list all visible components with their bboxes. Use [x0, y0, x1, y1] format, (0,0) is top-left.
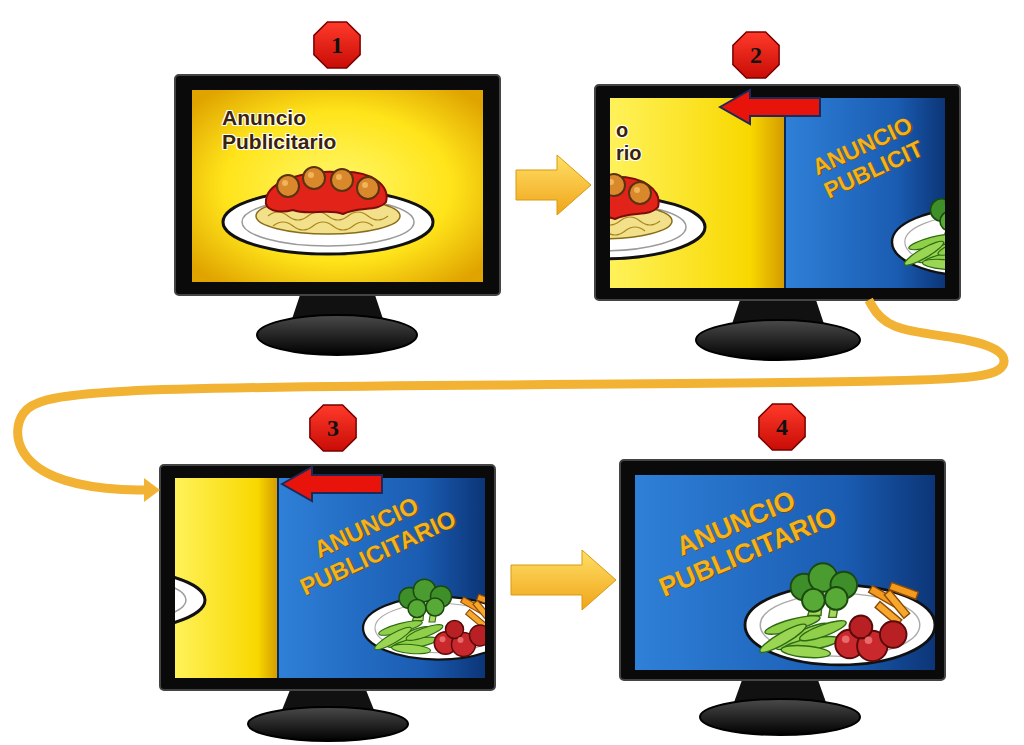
ad-text: ANUNCIO PUBLICIT	[805, 110, 932, 207]
spaghetti-plate	[223, 167, 433, 254]
flow-arrow	[511, 550, 616, 610]
callout-number: 1	[331, 33, 343, 57]
callout-octagon	[310, 405, 356, 451]
monitor-frame	[620, 460, 945, 680]
slide-edge	[277, 478, 279, 678]
screen-ground	[175, 478, 278, 678]
monitor-screen: ANUNCIO PUBLICITARIO	[160, 465, 495, 690]
food-picture	[745, 563, 935, 665]
flow-arrow	[516, 155, 591, 215]
food-picture	[610, 172, 705, 259]
callout-number: 2	[750, 43, 762, 67]
food-picture	[223, 167, 433, 254]
monitor-frame	[175, 75, 500, 295]
callout-octagon	[314, 22, 360, 68]
monitor-screen: Anuncio Publicitario	[175, 75, 500, 295]
food-picture	[175, 545, 205, 632]
monitor-base	[248, 707, 408, 741]
block-arrow	[511, 550, 616, 610]
ad-text: o rio	[616, 119, 648, 165]
vegetable-plate	[745, 563, 935, 665]
screen-2	[495, 98, 1024, 288]
monitor-screen: ANUNCIO PUBLICITARIO	[620, 460, 945, 680]
callout-number: 3	[327, 416, 339, 440]
callout-number: 4	[776, 415, 788, 439]
monitor-base	[696, 320, 860, 360]
callout-octagon	[733, 32, 779, 78]
vegetable-plate	[363, 579, 485, 659]
callout-octagon	[759, 404, 805, 450]
screen-ground	[192, 90, 483, 282]
arrow-head	[144, 478, 160, 502]
ad-text: ANUNCIO PUBLICITARIO	[630, 467, 853, 609]
monitor-screen: o rio ANUNCIO PUBLICIT	[595, 85, 960, 300]
direction-arrow	[720, 90, 820, 124]
spaghetti-plate	[175, 545, 205, 632]
flow-band	[18, 300, 1004, 490]
block-arrow	[516, 155, 591, 215]
ad-text: Anuncio Publicitario	[222, 106, 348, 154]
monitor-base	[700, 699, 860, 735]
slide-direction-arrows	[282, 90, 820, 501]
food-picture	[892, 190, 945, 276]
monitor-base	[257, 315, 417, 355]
vegetable-plate	[892, 190, 945, 276]
spaghetti-plate	[610, 172, 705, 259]
slide-edge	[784, 98, 786, 288]
ad-text: ANUNCIO PUBLICITARIO	[273, 474, 470, 605]
direction-arrow	[282, 467, 382, 501]
flow-arrow	[18, 300, 1004, 502]
screen-1	[192, 90, 483, 282]
food-picture	[363, 579, 485, 659]
